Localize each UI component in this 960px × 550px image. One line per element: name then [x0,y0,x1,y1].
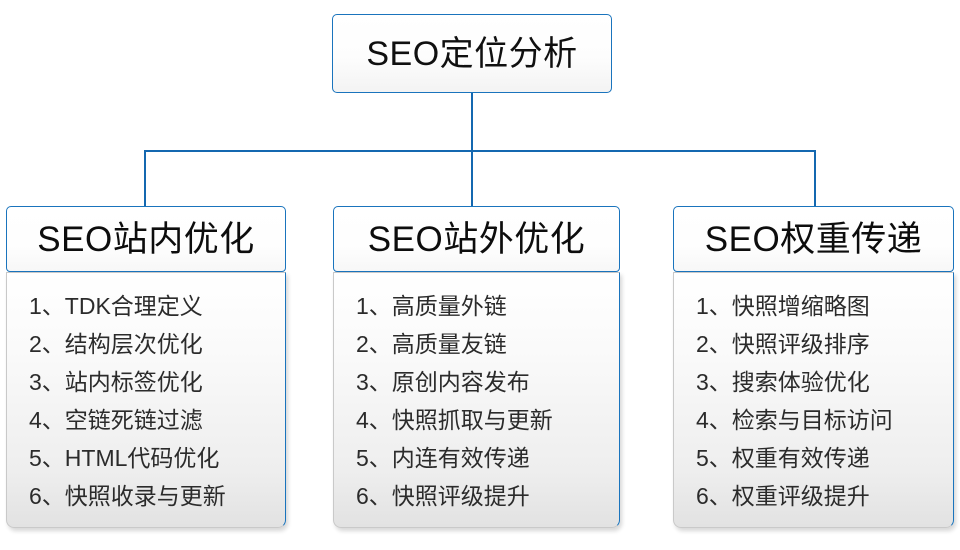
branch-header-label-3: SEO权重传递 [704,219,923,259]
branch-column-1: SEO站内优化 1、TDK合理定义 2、结构层次优化 3、站内标签优化 4、空链… [6,206,286,528]
item-list-1: 1、TDK合理定义 2、结构层次优化 3、站内标签优化 4、空链死链过滤 5、H… [7,287,285,515]
connector-branch-left [144,150,146,207]
list-item: 6、快照评级提升 [356,483,530,509]
branch-body-2: 1、高质量外链 2、高质量友链 3、原创内容发布 4、快照抓取与更新 5、内连有… [333,272,620,528]
list-item: 6、快照收录与更新 [29,483,226,509]
list-item: 1、高质量外链 [356,293,507,319]
connector-root-stem [471,93,473,152]
branch-body-3: 1、快照增缩略图 2、快照评级排序 3、搜索体验优化 4、检索与目标访问 5、权… [673,272,954,528]
root-node[interactable]: SEO定位分析 [332,14,612,93]
list-item: 6、权重评级提升 [696,483,870,509]
list-item: 3、搜索体验优化 [696,369,870,395]
branch-column-2: SEO站外优化 1、高质量外链 2、高质量友链 3、原创内容发布 4、快照抓取与… [333,206,620,528]
list-item: 5、权重有效传递 [696,445,870,471]
list-item: 4、空链死链过滤 [29,407,203,433]
list-item: 3、站内标签优化 [29,369,203,395]
list-item: 5、HTML代码优化 [29,445,220,471]
connector-branch-right [814,150,816,207]
branch-header-label-2: SEO站外优化 [367,219,586,259]
list-item: 2、结构层次优化 [29,331,203,357]
branch-header-3[interactable]: SEO权重传递 [673,206,954,272]
item-list-3: 1、快照增缩略图 2、快照评级排序 3、搜索体验优化 4、检索与目标访问 5、权… [674,287,953,515]
list-item: 3、原创内容发布 [356,369,530,395]
branch-header-label-1: SEO站内优化 [37,219,255,259]
list-item: 1、TDK合理定义 [29,293,203,319]
item-list-2: 1、高质量外链 2、高质量友链 3、原创内容发布 4、快照抓取与更新 5、内连有… [334,287,619,515]
list-item: 2、高质量友链 [356,331,507,357]
branch-header-2[interactable]: SEO站外优化 [333,206,620,272]
connector-horizontal-bar [144,150,816,152]
list-item: 4、快照抓取与更新 [356,407,553,433]
list-item: 5、内连有效传递 [356,445,530,471]
root-node-label: SEO定位分析 [366,34,578,73]
list-item: 1、快照增缩略图 [696,293,870,319]
branch-header-1[interactable]: SEO站内优化 [6,206,286,272]
connector-branch-center [471,150,473,207]
list-item: 4、检索与目标访问 [696,407,893,433]
list-item: 2、快照评级排序 [696,331,870,357]
branch-column-3: SEO权重传递 1、快照增缩略图 2、快照评级排序 3、搜索体验优化 4、检索与… [673,206,954,528]
branch-body-1: 1、TDK合理定义 2、结构层次优化 3、站内标签优化 4、空链死链过滤 5、H… [6,272,286,528]
